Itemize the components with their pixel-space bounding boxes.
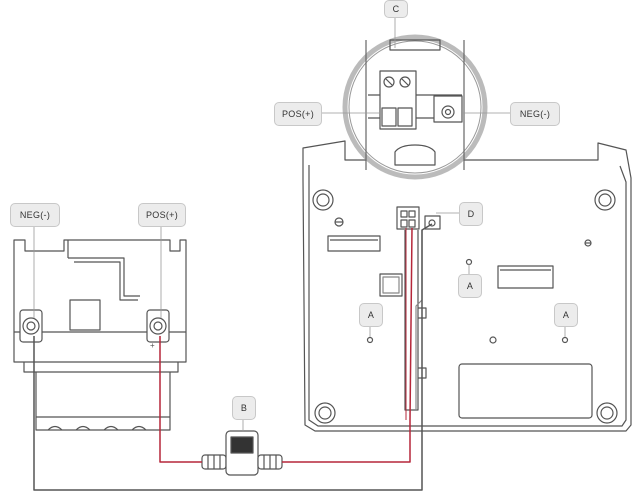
screw-mark (465, 258, 473, 266)
callout-neg-battery: NEG(-) (10, 203, 60, 227)
callout-a-left: A (359, 303, 383, 327)
inline-fuse-holder (201, 430, 283, 476)
positive-wire (159, 227, 413, 463)
device-base (302, 140, 632, 432)
slot (327, 235, 381, 252)
callout-pos-inset: POS(+) (274, 102, 322, 126)
battery-positive-terminal (146, 309, 170, 343)
wire-clip (379, 273, 403, 297)
callout-neg-inset: NEG(-) (510, 102, 560, 126)
screw-mark (584, 239, 592, 247)
screw-mark (366, 336, 374, 344)
corner-hole (312, 189, 334, 211)
callout-a-center: A (458, 274, 482, 298)
screw-mark (489, 336, 497, 344)
screw-mark (561, 336, 569, 344)
corner-hole (596, 402, 618, 424)
svg-text:+: + (150, 341, 155, 350)
callout-d: D (459, 202, 483, 226)
battery: + (13, 239, 187, 431)
slot (497, 265, 554, 289)
corner-hole (314, 402, 336, 424)
zoom-inset (342, 34, 488, 180)
negative-wire (33, 223, 433, 491)
corner-hole (594, 189, 616, 211)
lower-panel (458, 363, 593, 419)
screw-mark (334, 217, 344, 227)
terminal-block-d (396, 206, 441, 230)
callout-c: C (384, 0, 408, 18)
callout-pos-battery: POS(+) (138, 203, 186, 227)
callout-b: B (232, 396, 256, 420)
battery-negative-terminal (19, 309, 43, 343)
callout-a-right: A (554, 303, 578, 327)
